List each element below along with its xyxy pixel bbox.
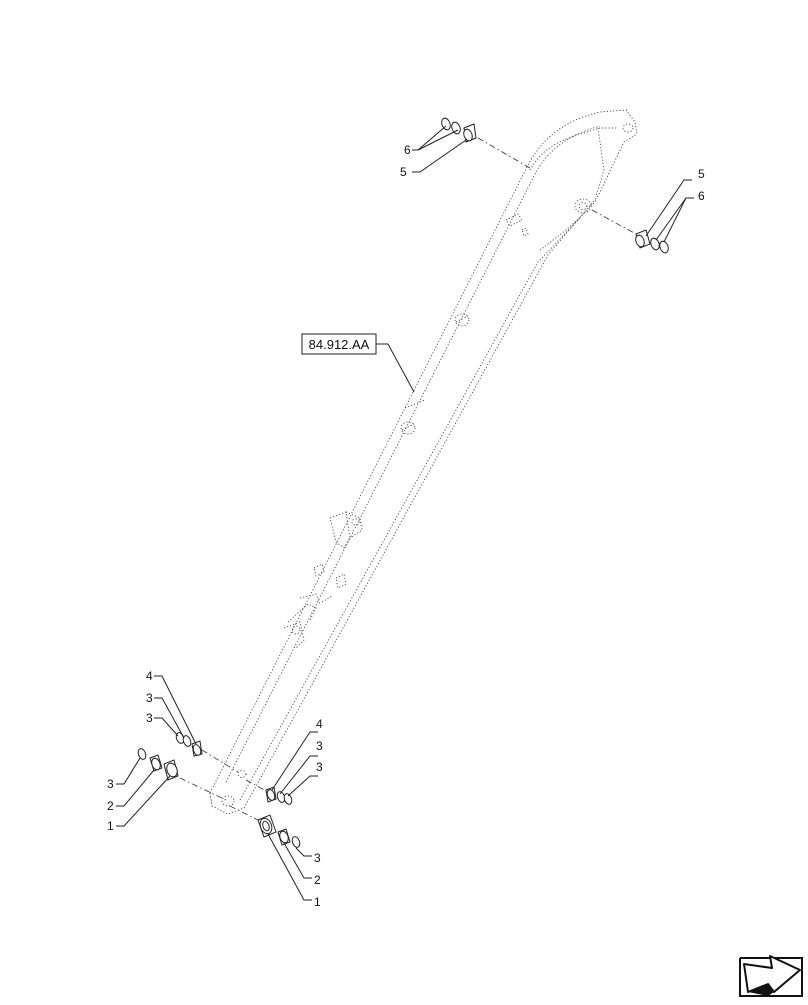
callout-3-left-c: 3 bbox=[107, 777, 114, 791]
callout-4-middle: 4 bbox=[316, 717, 323, 731]
bottom-parts: 3 2 1 bbox=[229, 805, 321, 909]
callout-2-bottom: 2 bbox=[314, 873, 321, 887]
callout-1-left: 1 bbox=[107, 819, 114, 833]
callout-4-left: 4 bbox=[146, 669, 153, 683]
reference-label[interactable]: 84.912.AA bbox=[301, 333, 415, 393]
callout-3-middle-a: 3 bbox=[316, 739, 323, 753]
top-right-parts: 5 6 bbox=[591, 167, 705, 254]
callout-2-left: 2 bbox=[107, 799, 114, 813]
callout-1-bottom: 1 bbox=[314, 895, 321, 909]
callout-6-top-left: 6 bbox=[404, 143, 411, 157]
callout-3-left-b: 3 bbox=[146, 711, 153, 725]
reference-label-text: 84.912.AA bbox=[309, 337, 370, 352]
left-parts: 4 3 3 3 2 1 bbox=[107, 669, 239, 833]
callout-6-top-right: 6 bbox=[698, 189, 705, 203]
top-left-parts: 6 5 bbox=[400, 117, 531, 179]
middle-right-parts: 4 3 3 bbox=[245, 717, 323, 805]
next-page-arrow-icon[interactable] bbox=[739, 955, 803, 997]
callout-5-top-right: 5 bbox=[698, 167, 705, 181]
callout-5-top-left: 5 bbox=[400, 165, 407, 179]
callout-3-bottom: 3 bbox=[314, 851, 321, 865]
boom-arm bbox=[209, 109, 638, 815]
callout-3-middle-b: 3 bbox=[316, 760, 323, 774]
callout-3-left-a: 3 bbox=[146, 691, 153, 705]
